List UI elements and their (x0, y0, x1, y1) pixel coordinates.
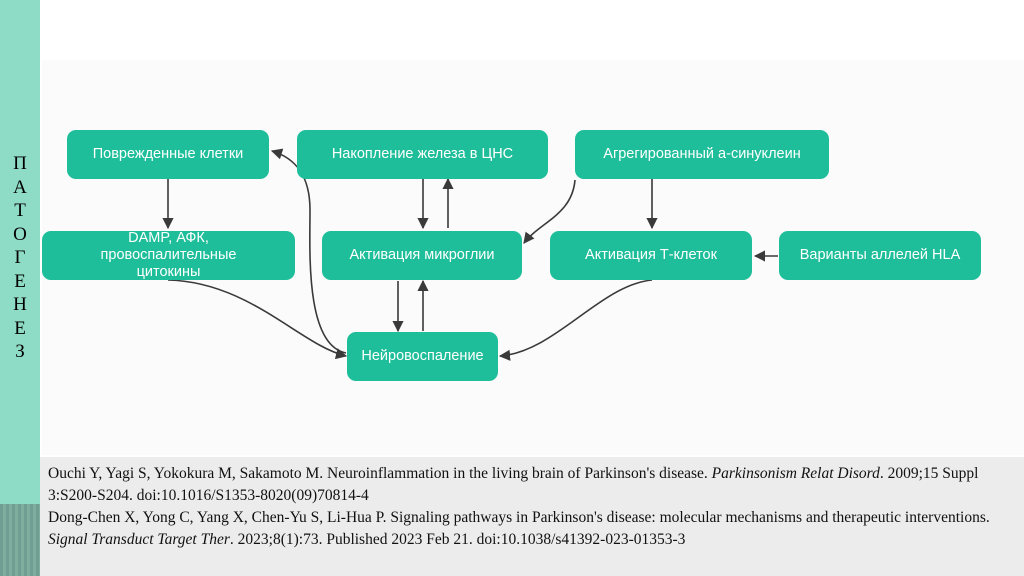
node-iron-accumulation: Накопление железа в ЦНС (297, 130, 548, 179)
ref2-journal: Signal Transduct Target Ther (48, 531, 230, 548)
node-hla-variants: Варианты аллелей HLA (779, 231, 981, 280)
node-damp: DAMP, АФК, провоспалительные цитокины (42, 230, 295, 280)
title-letter: Е (14, 270, 26, 292)
title-letter: Н (13, 294, 27, 315)
sidebar (0, 0, 40, 504)
arrow-neuro-to-damaged (270, 148, 347, 354)
title-letter: З (15, 341, 25, 362)
sidebar-texture (0, 504, 40, 576)
title-letter: А (13, 176, 27, 198)
node-tcell-activation: Активация Т-клеток (550, 231, 752, 280)
node-damaged-cells: Поврежденные клетки (67, 130, 269, 179)
title-letter: Т (14, 200, 26, 221)
node-aggregated-synuclein: Агрегированный а-синуклеин (575, 130, 829, 179)
node-microglia-activation: Активация микроглии (322, 231, 522, 280)
references: Ouchi Y, Yagi S, Yokokura M, Sakamoto M.… (48, 463, 1020, 551)
title-letter: Г (14, 247, 26, 268)
vertical-title: П А Т О Г Е Н Е З (0, 152, 40, 364)
arrow-damp-to-neuro (167, 279, 348, 360)
ref1-journal: Parkinsonism Relat Disord (711, 465, 880, 482)
arrow-synuclein-to-microglia (523, 179, 576, 244)
ref1-rest: . 2009;15 Suppl 3:S200-S204. doi:10.1016… (48, 465, 979, 504)
node-neuroinflammation: Нейровоспаление (347, 332, 498, 381)
references-footer (40, 457, 1024, 576)
reference-2: Dong-Chen X, Yong C, Yang X, Chen-Yu S, … (48, 507, 1020, 551)
ref1-authors: Ouchi Y, Yagi S, Yokokura M, Sakamoto M.… (48, 465, 712, 482)
ref2-rest: . 2023;8(1):73. Published 2023 Feb 21. d… (229, 531, 686, 548)
arrow-tcells-to-neuro (498, 279, 653, 361)
title-letter: О (13, 223, 27, 245)
title-letter: П (13, 153, 27, 174)
reference-1: Ouchi Y, Yagi S, Yokokura M, Sakamoto M.… (48, 463, 1020, 507)
ref2-authors: Dong-Chen X, Yong C, Yang X, Chen-Yu S, … (48, 509, 990, 526)
title-letter: Е (14, 317, 26, 339)
